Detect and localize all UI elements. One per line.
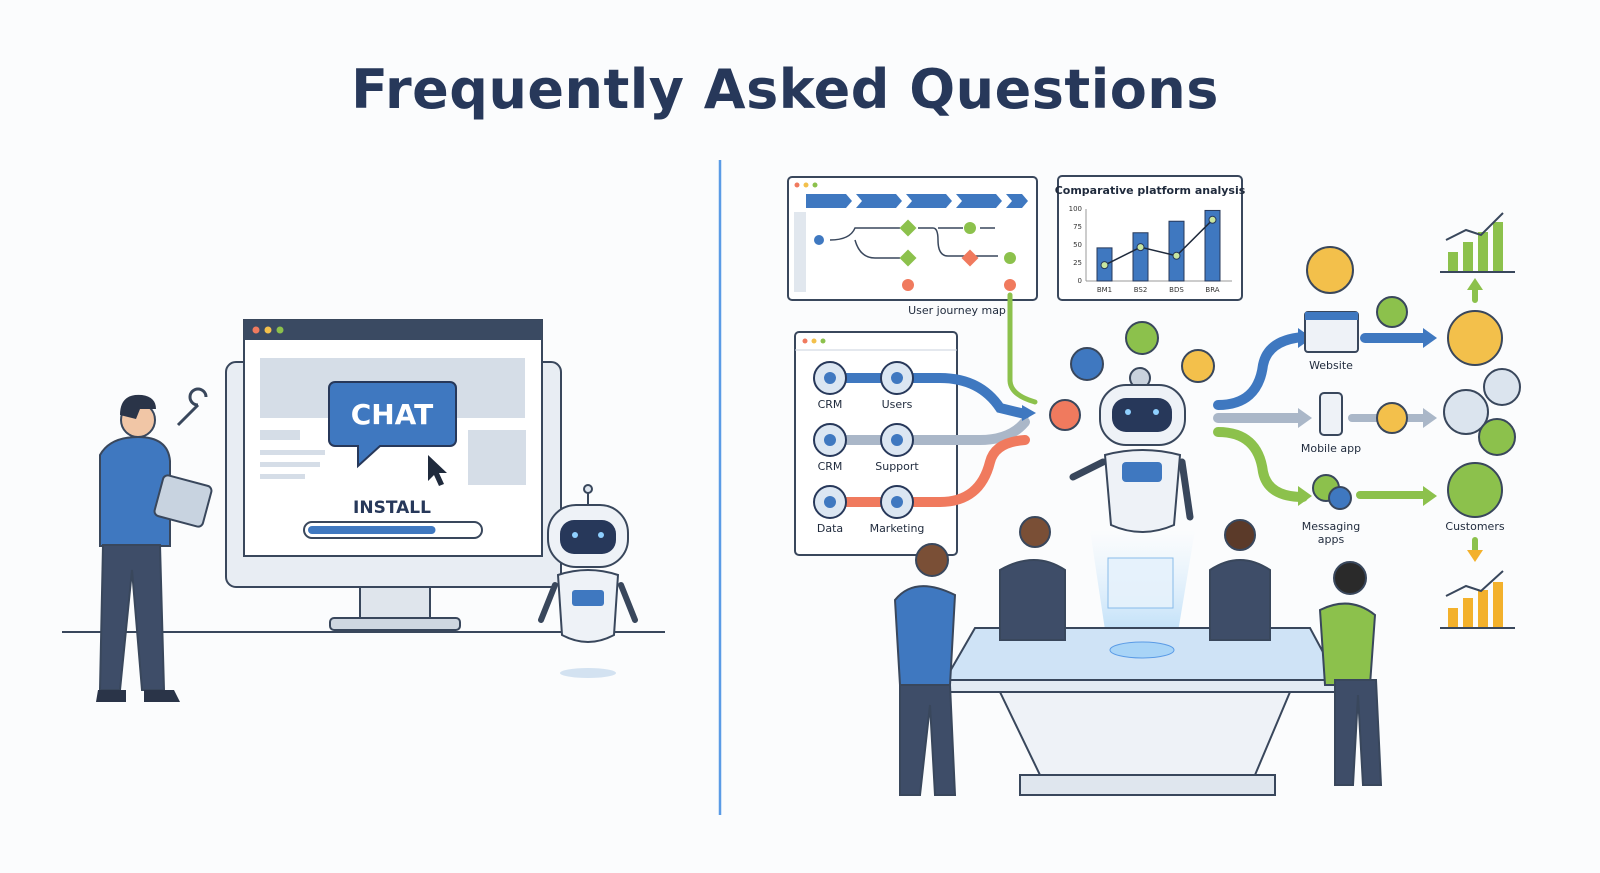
journey-map-label: User journey map [908,304,1006,317]
customers [1443,310,1521,518]
data-flows [840,282,1478,558]
y-tick: 50 [1073,241,1082,249]
left-scene: CHAT INSTALL [62,319,665,702]
x-tick: BDS [1169,286,1184,294]
cursor-icon [428,455,447,486]
person-with-tablet [96,394,213,702]
x-tick: BM1 [1097,286,1112,294]
cloud-icon-glyph [824,372,836,384]
x-tick: BS2 [1134,286,1148,294]
install-label: INSTALL [353,498,431,518]
source-label: Users [882,398,913,411]
headset-icon-glyph [891,434,903,446]
y-tick: 75 [1073,223,1082,231]
trend-line [1104,219,1214,266]
globe-icon [1049,399,1081,431]
growth-chart-top [1440,212,1515,273]
chat-label: CHAT [351,398,434,431]
user-icon-glyph [891,372,903,384]
page-title: Frequently Asked Questions [351,58,1219,121]
source-users: Users [880,361,914,411]
x-tick: BRA [1205,286,1219,294]
source-label: Marketing [870,522,925,535]
smile-chat-icon [1306,246,1354,294]
source-data: Data [813,485,847,535]
source-label: Data [817,522,843,535]
channel-mobile [1319,392,1343,436]
megaphone-icon-glyph [891,496,903,508]
robot-small [538,484,638,678]
channel-label-website: Website [1309,359,1353,372]
source-support: Support [875,423,919,473]
trend-point [1136,243,1145,252]
bar [1132,232,1149,282]
video-icon [1125,321,1159,355]
bar-chart-icon-glyph [824,496,836,508]
trend-point [1100,261,1109,270]
source-label: CRM [818,460,843,473]
wrench-icon [176,387,208,427]
network-icon-glyph [824,434,836,446]
chat-button[interactable]: CHAT [328,381,457,469]
trend-point [1172,251,1181,260]
connect-icon [1376,402,1408,434]
source-label: CRM [818,398,843,411]
comparison-chart-panel: Comparative platform analysis 100 75 50 25 0… [1055,175,1246,301]
channel-label-mobile: Mobile app [1301,442,1361,455]
phone-call-icon [1070,347,1104,381]
install-progress-bar [303,521,483,539]
source-label: Support [875,460,919,473]
y-tick: 25 [1073,259,1082,267]
journey-map-window [787,176,1038,301]
y-tick: 0 [1078,277,1082,285]
source-marketing: Marketing [870,485,925,535]
customers-label: Customers [1445,520,1504,533]
message-icon [1181,349,1215,383]
trend-point [1208,215,1217,224]
channel-website [1304,311,1359,353]
messaging-word: Messaging [1302,520,1360,533]
bar [1204,209,1221,282]
channel-messaging [1312,474,1352,510]
y-tick: 100 [1069,205,1082,213]
bar [1168,220,1185,282]
team-people [893,516,1383,796]
growth-chart-bottom [1440,570,1515,629]
source-crm: CRM [813,361,847,411]
chart-title: Comparative platform analysis [1055,184,1246,197]
source-crm: CRM [813,423,847,473]
apps-word: apps [1318,533,1345,546]
trend-icon [1376,296,1408,328]
